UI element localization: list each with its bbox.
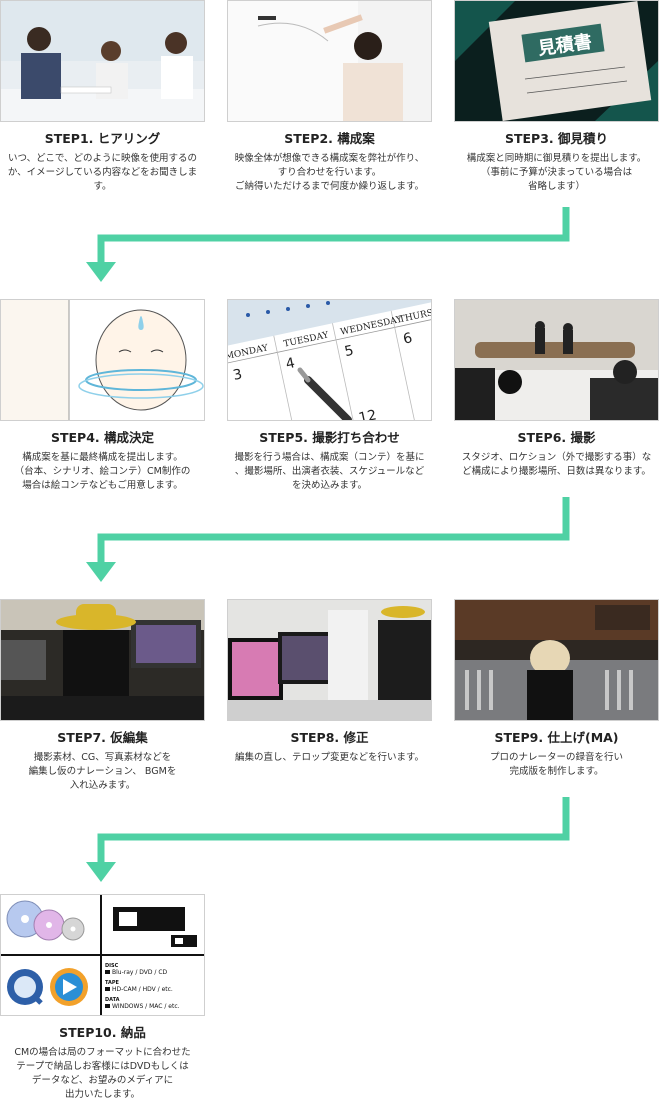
desc-line: スタジオ、ロケション（外で撮影する事）な	[461, 452, 652, 463]
desc-line: 構成案と同時期に御見積りを提出します。	[466, 153, 647, 164]
connector-arrow-3	[97, 797, 570, 872]
desc-line: プロのナレーターの録音を行い	[489, 752, 623, 763]
calendar-number: 4	[284, 355, 296, 373]
media-label-tape: TAPE	[105, 980, 120, 986]
step-title: STEP9. 仕上げ(MA)	[494, 730, 619, 745]
desc-line: 場合は絵コンテなどもご用意します。	[22, 480, 183, 491]
step-photo-calendar: MONDAY TUESDAY WEDNESDAY THURSDAY 3 4 5 …	[227, 299, 432, 421]
desc-line: 構成案を基に最終構成を提出します。	[22, 452, 183, 463]
step-description: スタジオ、ロケション（外で撮影する事）な ど構成により撮影場所、日数は異なります…	[454, 451, 659, 479]
media-value-data: WINDOWS / MAC / etc.	[112, 1003, 180, 1010]
desc-line: データなど、お望みのメディアに	[31, 1075, 174, 1086]
desc-line: テープで納品しお客様にはDVDもしくは	[16, 1061, 189, 1072]
step-photo-whiteboard	[227, 0, 432, 122]
calendar-number: 12	[357, 407, 378, 420]
calendar-number: 6	[402, 330, 414, 348]
desc-line: 編集の直し、テロップ変更などを行います。	[234, 752, 425, 763]
step-description: 映像全体が想像できる構成案を弊社が作り、 すり合わせを行います。 ご納得いただけ…	[227, 152, 432, 194]
step-photo-editing	[0, 599, 205, 721]
step-description: 構成案と同時期に御見積りを提出します。 （事前に予算が決まっている場合は 省略し…	[454, 152, 659, 194]
media-value-disc: Blu-ray / DVD / CD	[112, 969, 168, 976]
step-title: STEP7. 仮編集	[57, 730, 148, 745]
desc-line: 、撮影場所、出演者衣装、スケジュールなど	[234, 466, 425, 477]
desc-line: 映像全体が想像できる構成案を弊社が作り、	[234, 153, 425, 164]
desc-line: 出力いたします。	[64, 1089, 141, 1100]
step-description: 編集の直し、テロップ変更などを行います。	[227, 751, 432, 765]
desc-line: す。	[93, 181, 112, 192]
step-description: プロのナレーターの録音を行い 完成版を制作します。	[454, 751, 659, 779]
disc-icon	[6, 900, 85, 941]
tape-icon	[113, 907, 197, 947]
step-description: 構成案を基に最終構成を提出します。 （台本、シナリオ、絵コンテ）CM制作の 場合…	[0, 451, 205, 493]
media-label-disc: DISC	[105, 963, 119, 969]
arrow-head-2	[86, 562, 116, 582]
desc-line: いつ、どこで、どのように映像を使用するの	[8, 153, 197, 164]
step-photo-meeting	[0, 0, 205, 122]
step-description: CMの場合は局のフォーマットに合わせた テープで納品しお客様にはDVDもしくは …	[0, 1046, 205, 1102]
calendar-number: 3	[232, 366, 244, 384]
quicktime-icon	[7, 969, 43, 1005]
step-title: STEP4. 構成決定	[50, 430, 155, 445]
media-player-icon	[50, 968, 88, 1006]
step-title: STEP6. 撮影	[517, 430, 596, 445]
desc-line: 省略します）	[527, 181, 585, 192]
calendar-number: 5	[343, 343, 355, 361]
step-title: STEP2. 構成案	[284, 131, 375, 146]
desc-line: ど構成により撮影場所、日数は異なります。	[462, 466, 651, 477]
connector-arrow-1	[97, 207, 570, 272]
arrow-head-3	[86, 862, 116, 882]
desc-line: ご納得いただけるまで何度か繰り返します。	[234, 181, 425, 192]
step-photo-storyboard	[0, 299, 205, 421]
desc-line: （事前に予算が決まっている場合は	[480, 167, 633, 178]
step-photo-revision	[227, 599, 432, 721]
desc-line: か、イメージしている内容などをお聞きしま	[7, 167, 198, 178]
step-description: 撮影素材、CG、写真素材などを 編集し仮のナレーション、 BGMを 入れ込みます…	[0, 751, 205, 793]
step-description: いつ、どこで、どのように映像を使用するの か、イメージしている内容などをお聞きし…	[0, 152, 205, 194]
media-value-tape: HD-CAM / HDV / etc.	[112, 986, 173, 993]
step-photo-estimate: 見積書	[454, 0, 659, 122]
desc-line: CMの場合は局のフォーマットに合わせた	[14, 1047, 191, 1058]
desc-line: 完成版を制作します。	[509, 766, 604, 777]
arrow-head-1	[86, 262, 116, 282]
step-title: STEP3. 御見積り	[504, 131, 609, 146]
step-title: STEP8. 修正	[290, 730, 369, 745]
desc-line: 入れ込みます。	[69, 780, 136, 791]
desc-line: （台本、シナリオ、絵コンテ）CM制作の	[14, 466, 191, 477]
step-photo-media: DISC Blu-ray / DVD / CD TAPE HD-CAM / HD…	[0, 894, 205, 1016]
step-description: 撮影を行う場合は、構成案（コンテ）を基に 、撮影場所、出演者衣装、スケジュールな…	[227, 451, 432, 493]
media-label-data: DATA	[105, 997, 120, 1003]
step-photo-shooting	[454, 299, 659, 421]
desc-line: すり合わせを行います。	[277, 167, 382, 178]
step-title: STEP5. 撮影打ち合わせ	[259, 430, 400, 445]
step-title: STEP10. 納品	[59, 1025, 146, 1040]
desc-line: 撮影を行う場合は、構成案（コンテ）を基に	[234, 452, 425, 463]
desc-line: 編集し仮のナレーション、 BGMを	[28, 766, 177, 777]
desc-line: を決め込みます。	[291, 480, 368, 491]
desc-line: 撮影素材、CG、写真素材などを	[33, 752, 172, 763]
step-title: STEP1. ヒアリング	[44, 131, 161, 146]
connector-arrow-2	[97, 497, 570, 572]
step-photo-ma-studio	[454, 599, 659, 721]
